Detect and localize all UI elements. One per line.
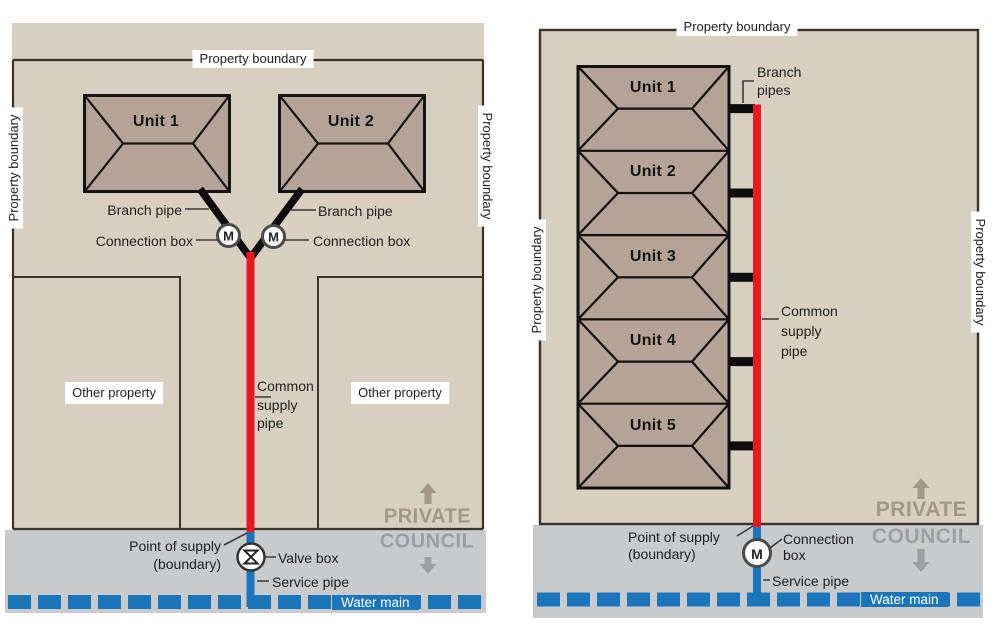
property-boundary-label-right: Property boundary <box>478 105 496 227</box>
service-pipe-label: Service pipe <box>772 572 850 589</box>
unit-5-label: Unit 5 <box>629 417 677 434</box>
common-supply-pipe-label: Common supply pipe <box>257 378 314 431</box>
unit-4-label: Unit 4 <box>629 332 677 349</box>
meter-letter: M <box>223 228 234 244</box>
branch-pipe-label-left: Branch pipe <box>107 201 182 218</box>
connection-box-label-left: Connection box <box>95 232 193 249</box>
unit-1-label: Unit 1 <box>629 79 677 96</box>
branch-pipe-label-right: Branch pipe <box>318 202 393 219</box>
service-pipe-label: Service pipe <box>272 573 350 590</box>
property-boundary-label-left: Property boundary <box>5 107 23 229</box>
property-boundary-label-left: Property boundary <box>528 219 546 341</box>
unit-1-label: Unit 1 <box>132 113 180 130</box>
unit-3-label: Unit 3 <box>629 248 677 265</box>
property-boundary-label-top: Property boundary <box>676 18 798 36</box>
left-property-area <box>12 23 484 530</box>
water-main-label: Water main <box>861 592 948 607</box>
other-property-label-right: Other property <box>351 382 449 404</box>
property-boundary-label-top: Property boundary <box>192 50 314 68</box>
private-label: PRIVATE <box>875 498 968 521</box>
private-label: PRIVATE <box>383 505 472 527</box>
unit-2-label: Unit 2 <box>327 113 375 130</box>
property-boundary-label-right: Property boundary <box>971 211 989 333</box>
right-property-area <box>539 29 979 525</box>
unit-2-label: Unit 2 <box>629 163 677 180</box>
meter-letter: M <box>268 229 279 245</box>
connection-box-label-right: Connection box <box>313 232 411 249</box>
water-main-label: Water main <box>332 594 419 610</box>
council-label: COUNCIL <box>871 524 972 548</box>
common-supply-pipe-label: Common supply pipe <box>781 303 838 359</box>
point-of-supply-label: Point of supply (boundary) <box>628 528 720 563</box>
meter-letter: M <box>751 545 763 562</box>
point-of-supply-label: Point of supply (boundary) <box>129 538 221 572</box>
other-property-label-left: Other property <box>65 382 163 404</box>
connection-box-label: Connection box <box>783 530 854 564</box>
valve-box-label: Valve box <box>278 550 339 566</box>
council-label: COUNCIL <box>379 530 475 552</box>
branch-pipes-label: Branch pipes <box>757 64 802 98</box>
